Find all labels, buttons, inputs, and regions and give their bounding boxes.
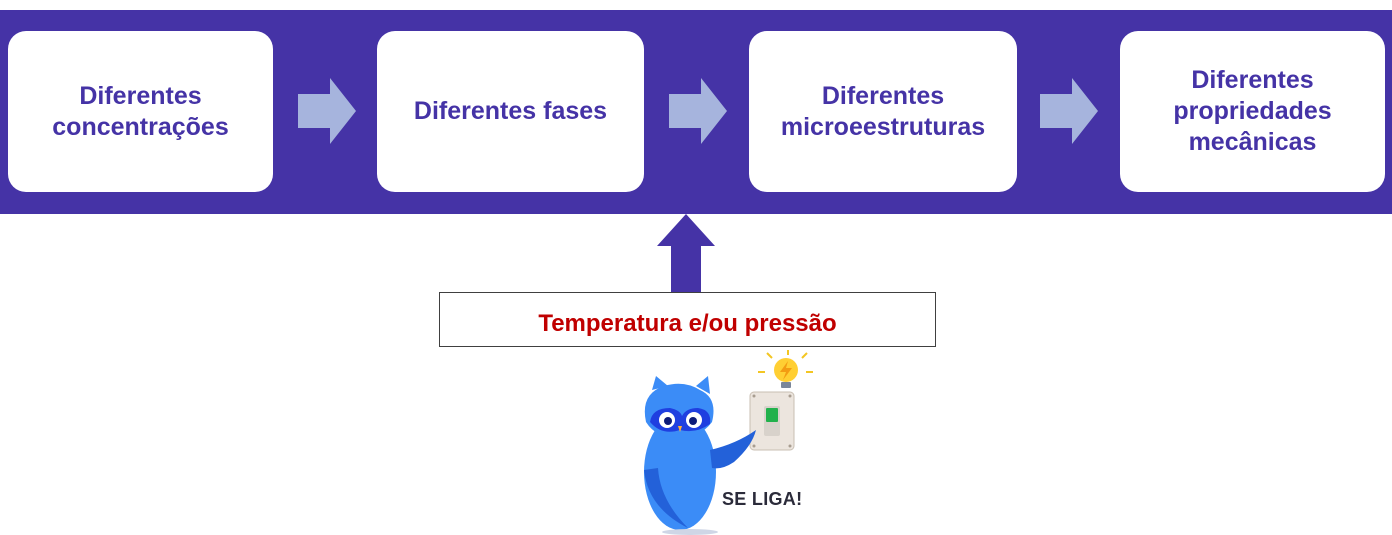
arrow-right-icon — [669, 78, 727, 144]
arrow-up-icon — [657, 214, 715, 293]
step-microstructures: Diferentes microeestruturas — [749, 31, 1017, 192]
step-concentrations: Diferentes concentrações — [8, 31, 273, 192]
condition-box: Temperatura e/ou pressão — [439, 292, 936, 347]
light-switch-icon — [749, 391, 795, 451]
step-mechanical-properties: Diferentes propriedades mecânicas — [1120, 31, 1385, 192]
arrow-right-icon — [1040, 78, 1098, 144]
step-phases: Diferentes fases — [377, 31, 644, 192]
arrow-right-icon — [298, 78, 356, 144]
lightbulb-icon — [758, 350, 813, 388]
owl-mascot-icon — [644, 350, 813, 535]
condition-label: Temperatura e/ou pressão — [538, 310, 837, 337]
mascot-caption: SE LIGA! — [722, 489, 803, 509]
